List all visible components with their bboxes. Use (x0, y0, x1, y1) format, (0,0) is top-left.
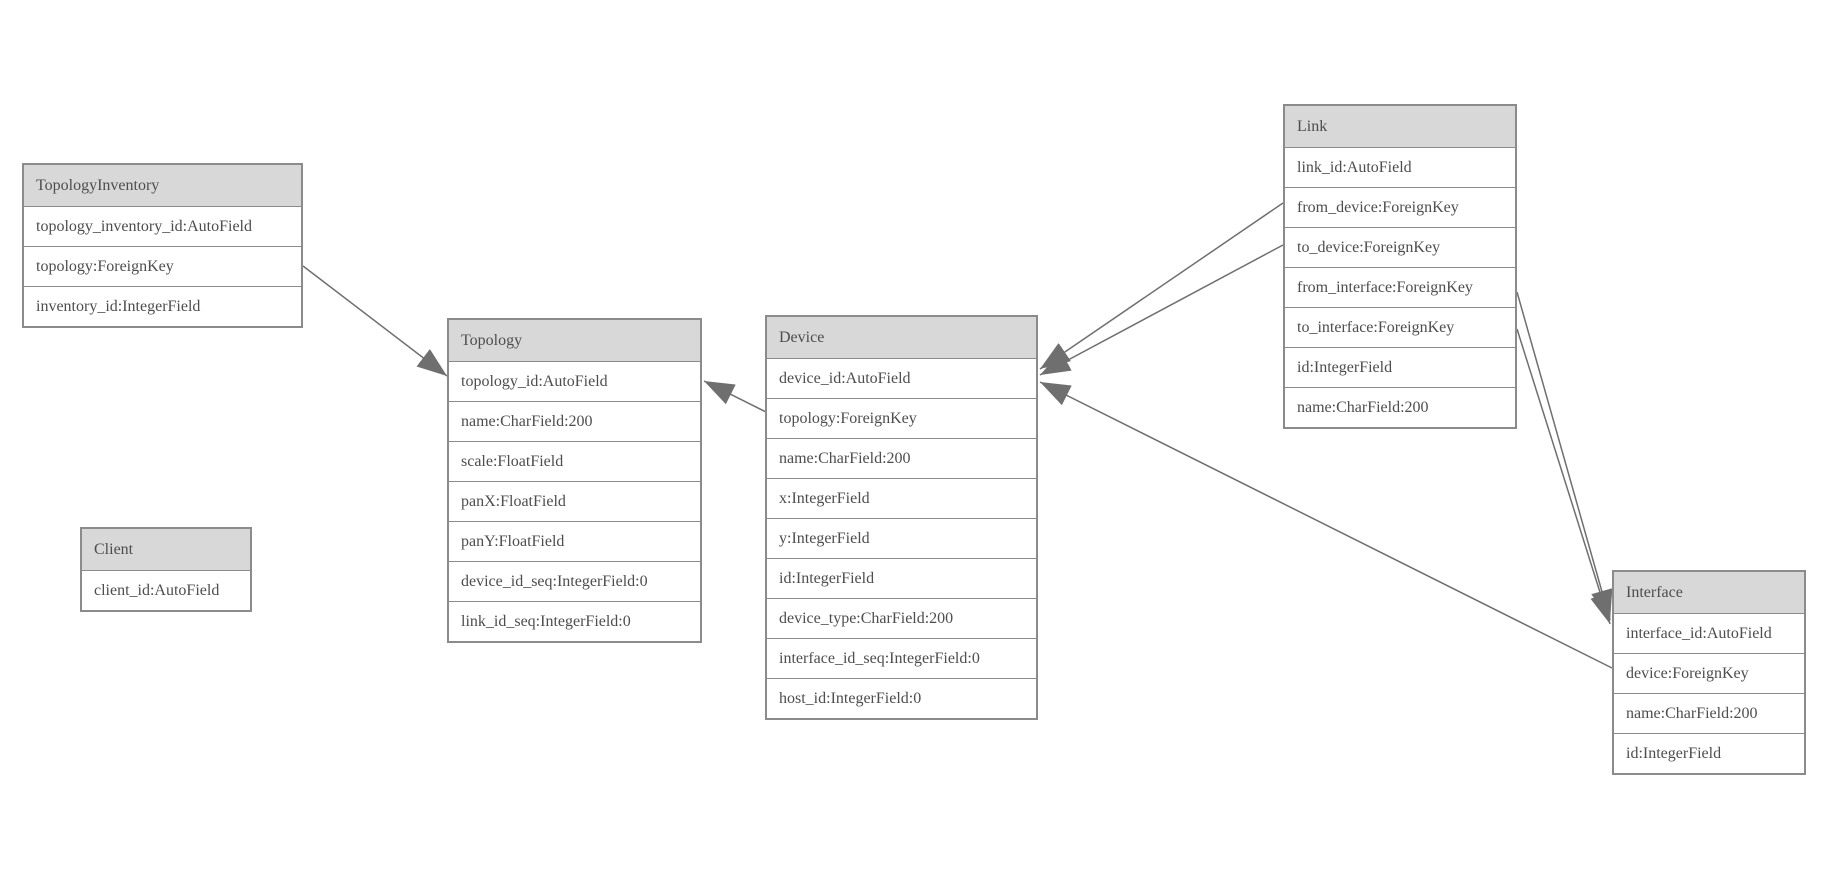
entity-topology-field-row: topology_id:AutoField (449, 361, 700, 401)
entity-link-field-row: link_id:AutoField (1285, 147, 1515, 187)
entity-device-field-row: x:IntegerField (767, 478, 1036, 518)
entity-device-field-row: name:CharField:200 (767, 438, 1036, 478)
entity-device-field-row: topology:ForeignKey (767, 398, 1036, 438)
entity-device-field-row: device_type:CharField:200 (767, 598, 1036, 638)
entity-interface-field-row: name:CharField:200 (1614, 693, 1804, 733)
entity-link-field-row: from_device:ForeignKey (1285, 187, 1515, 227)
entity-device-field-row: device_id:AutoField (767, 358, 1036, 398)
entity-link-field-row: to_interface:ForeignKey (1285, 307, 1515, 347)
entity-link-field-row: name:CharField:200 (1285, 387, 1515, 427)
entity-title-interface: Interface (1614, 572, 1804, 613)
entity-topology-inventory-field-row: topology:ForeignKey (24, 246, 301, 286)
relation-link-to_interface-to-interface (1516, 328, 1612, 625)
relation-device-topology-to-topology (703, 380, 767, 413)
entity-device-field-row: id:IntegerField (767, 558, 1036, 598)
entity-link-field-row: id:IntegerField (1285, 347, 1515, 387)
entity-device-field-row: host_id:IntegerField:0 (767, 678, 1036, 718)
entity-interface-field-row: id:IntegerField (1614, 733, 1804, 773)
entity-title-client: Client (82, 529, 250, 570)
entity-topology-field-row: panY:FloatField (449, 521, 700, 561)
entity-topology-field-row: name:CharField:200 (449, 401, 700, 441)
entity-interface-field-row: device:ForeignKey (1614, 653, 1804, 693)
entity-title-topology-inventory: TopologyInventory (24, 165, 301, 206)
entity-link-field-row: from_interface:ForeignKey (1285, 267, 1515, 307)
entity-topology-inventory-field-row: topology_inventory_id:AutoField (24, 206, 301, 246)
relation-topologyinventory-topology-to-topology (302, 265, 448, 377)
entity-client-field-row: client_id:AutoField (82, 570, 250, 610)
relation-link-from_interface-to-interface (1516, 291, 1613, 621)
entity-topology-inventory-field-row: inventory_id:IntegerField (24, 286, 301, 326)
entity-topology-field-row: link_id_seq:IntegerField:0 (449, 601, 700, 641)
entity-title-topology: Topology (449, 320, 700, 361)
entity-topology-field-row: panX:FloatField (449, 481, 700, 521)
entity-interface-field-row: interface_id:AutoField (1614, 613, 1804, 653)
entity-device-field-row: y:IntegerField (767, 518, 1036, 558)
relation-link-from_device-to-device (1039, 202, 1284, 370)
entity-title-device: Device (767, 317, 1036, 358)
entity-topology-field-row: device_id_seq:IntegerField:0 (449, 561, 700, 601)
relation-link-to_device-to-device (1039, 244, 1284, 376)
entity-topology-field-row: scale:FloatField (449, 441, 700, 481)
entity-title-link: Link (1285, 106, 1515, 147)
entity-device-field-row: interface_id_seq:IntegerField:0 (767, 638, 1036, 678)
entity-link-field-row: to_device:ForeignKey (1285, 227, 1515, 267)
